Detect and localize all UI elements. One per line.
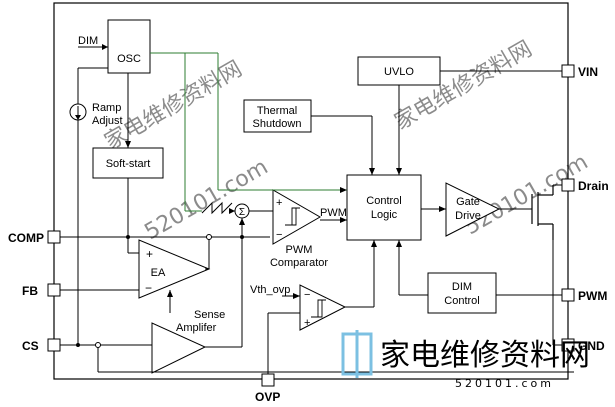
dim-control-label-1: DIM — [452, 281, 472, 293]
sense-amp-label-2: Amplifer — [176, 322, 217, 334]
pin-pwm: PWM — [561, 288, 607, 303]
watermark-logo-text: 家电维修资料网 — [380, 338, 590, 373]
sigma-symbol: Σ — [239, 207, 245, 218]
current-source-icon — [69, 103, 87, 121]
cs-junction-open — [95, 342, 101, 348]
dim-control-label-2: Control — [444, 295, 479, 307]
summing-node: Σ — [234, 203, 250, 219]
pin-drain-label: Drain — [578, 179, 609, 193]
pin-pwm-label: PWM — [578, 289, 607, 303]
watermark-logo: 家电维修资料网 520101.com — [341, 330, 590, 390]
thermal-shutdown-block: Thermal Shutdown — [243, 99, 312, 133]
pwm-comp-plus: + — [276, 197, 282, 209]
pwm-comparator: + − — [272, 189, 322, 245]
sense-amp-label-1: Sense — [194, 309, 225, 321]
pin-drain: Drain — [561, 178, 609, 193]
gate-label-1: Gate — [456, 196, 480, 208]
pin-vin-label: VIN — [578, 65, 598, 79]
arrowheads — [102, 44, 446, 299]
vth-ovp-label: Vth_ovp — [250, 284, 290, 296]
sense-amplifier — [151, 322, 207, 374]
error-amplifier: + − EA — [138, 239, 211, 299]
pwm-signal-label: PWM — [320, 207, 347, 219]
ea-plus: + — [146, 247, 153, 261]
pin-cs-label: CS — [22, 339, 39, 353]
softstart-block: Soft-start — [92, 147, 164, 179]
ramp-adjust-label-2: Adjust — [92, 115, 123, 127]
uvlo-block: UVLO — [357, 56, 441, 86]
ovp-comp-minus: − — [304, 289, 310, 301]
softstart-label: Soft-start — [106, 158, 151, 170]
pin-fb: FB — [22, 283, 61, 298]
pin-cs: CS — [22, 338, 61, 353]
pin-ovp-label: OVP — [255, 390, 280, 404]
hysteresis-icon — [285, 207, 300, 226]
watermark-logo-url: 520101.com — [455, 377, 554, 390]
pin-comp-label: COMP — [8, 231, 44, 245]
osc-label: OSC — [117, 53, 141, 65]
junction-dots — [76, 235, 244, 347]
control-label-1: Control — [366, 195, 401, 207]
pwm-comparator-label-1: PWM — [286, 244, 313, 256]
comp-junction-open — [206, 234, 212, 240]
pin-vin: VIN — [561, 64, 598, 79]
pin-fb-label: FB — [22, 284, 38, 298]
watermark-text-2: 家电维修资料网 — [391, 37, 537, 136]
pin-gnd: GND — [561, 338, 605, 353]
ea-minus: − — [145, 281, 152, 295]
thermal-label-1: Thermal — [257, 105, 297, 117]
hysteresis-icon — [311, 299, 326, 318]
ramp-adjust-label-1: Ramp — [92, 102, 121, 114]
control-logic-block: Control Logic — [346, 174, 422, 241]
uvlo-label: UVLO — [384, 66, 414, 78]
osc-output-wires — [150, 52, 347, 212]
pwm-comp-minus: − — [276, 229, 282, 241]
thermal-label-2: Shutdown — [253, 118, 302, 130]
nmos-transistor-icon — [531, 185, 554, 240]
control-label-2: Logic — [371, 209, 398, 221]
sawtooth-wave-icon — [201, 201, 233, 215]
gate-label-2: Drive — [455, 210, 481, 222]
dim-control-block: DIM Control — [427, 272, 497, 314]
ovp-comp-plus: + — [304, 317, 310, 329]
pin-comp: COMP — [8, 230, 61, 245]
osc-block: OSC — [107, 19, 151, 74]
ovp-comparator: − + — [299, 284, 347, 331]
pin-gnd-label: GND — [578, 339, 605, 353]
ea-label: EA — [151, 267, 166, 279]
watermark-url-2: 520101.com — [461, 150, 593, 241]
gate-drive-block: Gate Drive — [445, 182, 501, 237]
pwm-comparator-label-2: Comparator — [270, 257, 328, 269]
dim-input-label: DIM — [78, 35, 98, 47]
pin-ovp: OVP — [255, 373, 280, 404]
